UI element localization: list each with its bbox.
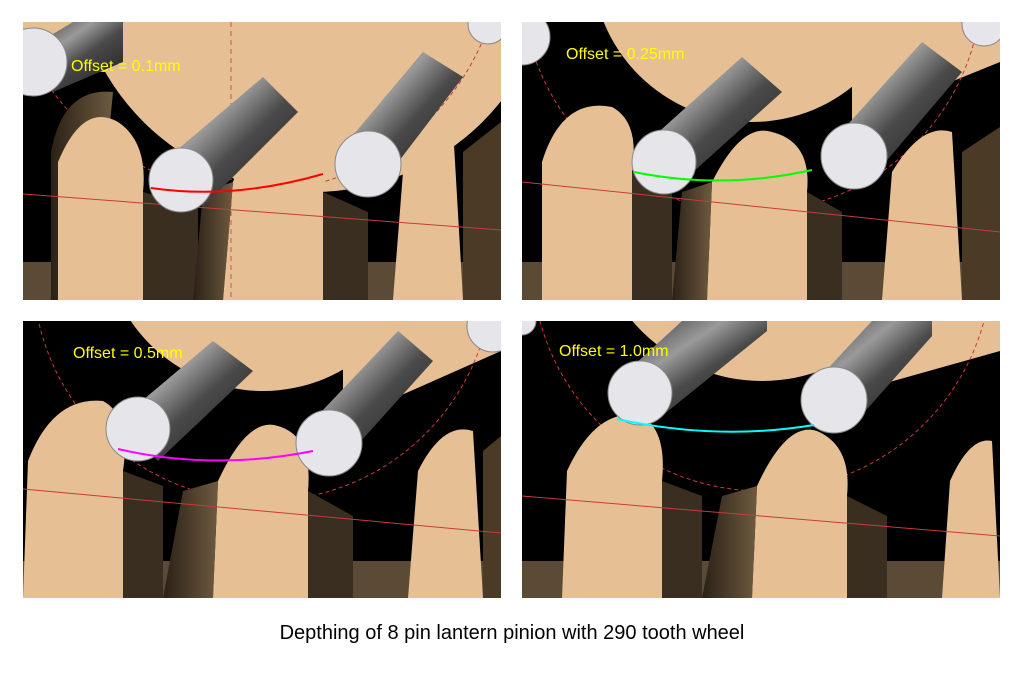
- pin-face: [820, 122, 888, 190]
- offset-label: Offset = 1.0mm: [559, 343, 669, 360]
- pin-face: [334, 130, 402, 198]
- gear-render: [522, 22, 1000, 300]
- pin-face: [23, 27, 68, 97]
- diagram-panel-offset-0-1mm: Offset = 0.1mm: [23, 22, 501, 300]
- pin-face: [607, 360, 673, 426]
- pinion-leaf: [23, 400, 125, 598]
- pinion-leaf: [408, 429, 483, 598]
- offset-label: Offset = 0.5mm: [73, 345, 183, 362]
- pinion-leaf: [882, 130, 962, 300]
- pinion-leaf: [942, 440, 1000, 598]
- contact-arc: [633, 169, 813, 182]
- gear-render: [23, 22, 501, 300]
- pinion-leaf: [752, 429, 848, 598]
- pin-face: [148, 147, 214, 213]
- pinion-leaf: [542, 105, 634, 300]
- diagram-panel-offset-1-0mm: Offset = 1.0mm: [522, 321, 1000, 598]
- contact-arc: [117, 448, 314, 462]
- pin-face: [295, 409, 363, 477]
- contact-arc: [616, 418, 815, 433]
- pin-face: [631, 129, 697, 195]
- pinion-leaf: [393, 126, 463, 300]
- offset-label: Offset = 0.1mm: [71, 58, 181, 75]
- contact-arc: [150, 173, 324, 193]
- pin-face: [800, 366, 868, 434]
- diagram-panel-offset-0-5mm: Offset = 0.5mm: [23, 321, 501, 598]
- pinion-leaf: [707, 130, 808, 300]
- pinion-leaf: [562, 414, 663, 598]
- gear-render: [522, 321, 1000, 598]
- offset-label: Offset = 0.25mm: [566, 46, 685, 63]
- pinion-leaf: [58, 117, 144, 300]
- figure-caption: Depthing of 8 pin lantern pinion with 29…: [279, 622, 745, 644]
- pinion-leaf: [223, 121, 323, 300]
- gear-render: [23, 321, 501, 598]
- pin-face: [105, 396, 171, 462]
- diagram-panel-offset-0-25mm: Offset = 0.25mm: [522, 22, 1000, 300]
